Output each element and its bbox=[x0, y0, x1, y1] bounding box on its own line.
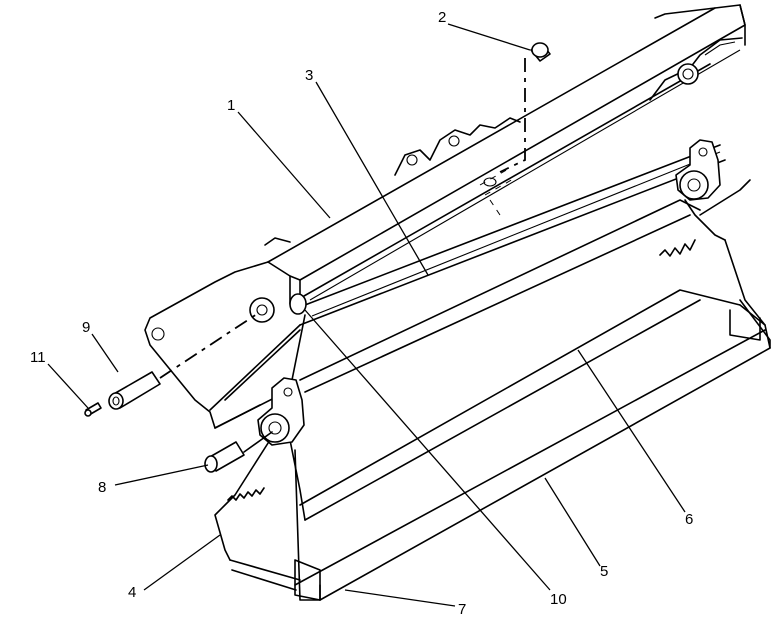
callout-2: 2 bbox=[438, 9, 446, 26]
callout-1: 1 bbox=[227, 97, 235, 114]
left-end-plate bbox=[214, 439, 306, 561]
callout-4: 4 bbox=[128, 584, 136, 601]
left-pivot-bracket bbox=[257, 377, 305, 446]
top-lugs bbox=[264, 37, 743, 246]
front-tube bbox=[299, 144, 726, 326]
callout-7: 7 bbox=[458, 601, 466, 618]
part-9-sleeve bbox=[108, 311, 261, 410]
right-end-plate bbox=[659, 179, 766, 326]
callout-9: 9 bbox=[82, 319, 90, 336]
callout-10: 10 bbox=[550, 591, 567, 608]
left-side-plate bbox=[144, 261, 306, 429]
hidden-pin-detail bbox=[479, 167, 516, 216]
top-beam bbox=[267, 4, 746, 305]
beam-end-washer bbox=[249, 293, 307, 323]
leader-lines bbox=[47, 23, 686, 607]
part-8-sleeve bbox=[204, 431, 273, 473]
part-2-bushing bbox=[499, 42, 551, 173]
callout-6: 6 bbox=[685, 511, 693, 528]
bucket-shell bbox=[229, 199, 771, 601]
right-pivot-bracket bbox=[675, 139, 721, 201]
part-11-pin bbox=[84, 402, 102, 417]
callout-3: 3 bbox=[305, 67, 313, 84]
callout-labels: 1 2 3 4 5 6 7 8 9 10 11 bbox=[30, 9, 693, 618]
callout-5: 5 bbox=[600, 563, 608, 580]
callout-8: 8 bbox=[98, 479, 106, 496]
callout-11: 11 bbox=[30, 349, 46, 366]
